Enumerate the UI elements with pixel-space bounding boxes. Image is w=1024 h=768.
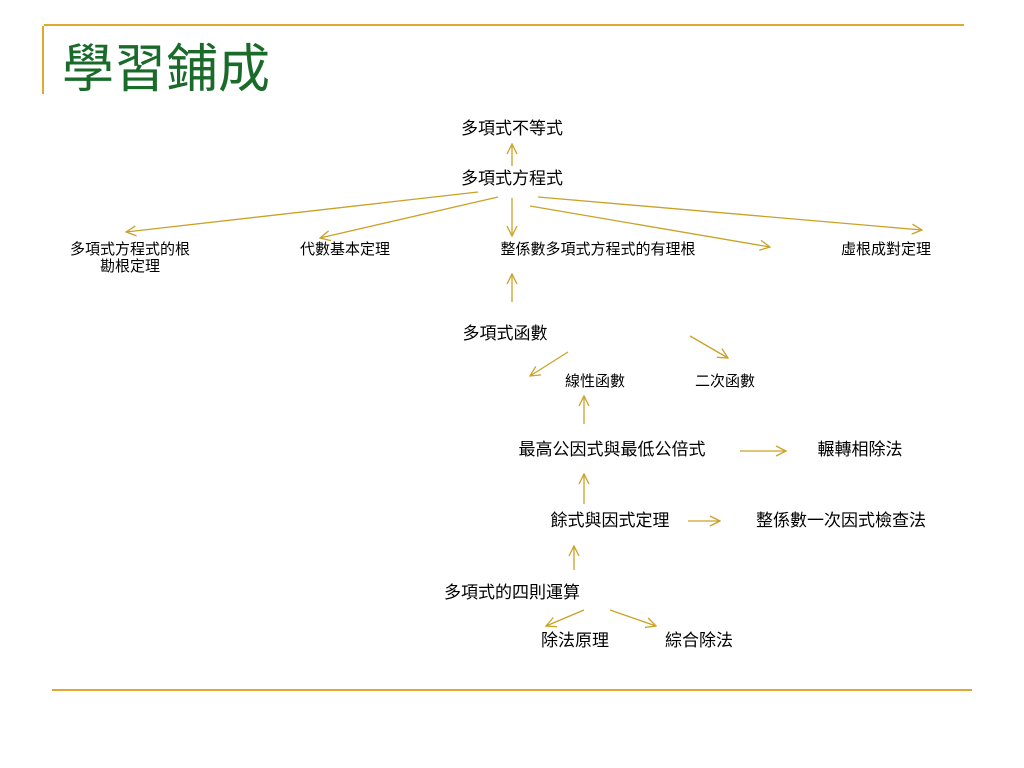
node-synthetic-division: 綜合除法	[665, 631, 733, 651]
arrow-operations-to-synthetic	[609, 609, 656, 626]
node-conjugate-root: 虛根成對定理	[840, 240, 932, 258]
arrow-equation-to-conjugate	[537, 196, 922, 230]
node-root-theorem-line2: 勘根定理	[99, 257, 161, 276]
node-poly-operations: 多項式的四則運算	[444, 583, 580, 603]
node-root-theorem-line1: 多項式方程式的根	[69, 240, 191, 258]
arrow-operations-to-division	[546, 609, 585, 626]
node-quadratic-function: 二次函數	[694, 372, 756, 390]
node-gcd-lcm: 最高公因式與最低公倍式	[518, 440, 706, 460]
node-linear-function: 線性函數	[564, 372, 626, 390]
node-fundamental-theorem: 代數基本定理	[299, 240, 391, 258]
top-rule	[44, 24, 964, 26]
node-linear-factor-test: 整係數一次因式檢查法	[756, 511, 926, 531]
arrow-equation-to-root-theorem	[126, 191, 479, 232]
node-poly-function: 多項式函數	[462, 324, 548, 344]
node-poly-inequality: 多項式不等式	[461, 119, 563, 139]
arrow-equation-to-rational-root-side	[529, 205, 770, 247]
arrow-function-to-quadratic	[689, 335, 728, 358]
side-rule	[42, 26, 44, 94]
node-poly-equation: 多項式方程式	[461, 169, 563, 189]
node-rational-root: 整係數多項式方程式的有理根	[500, 240, 696, 258]
arrow-equation-to-fundamental	[320, 196, 499, 238]
node-root-theorem: 多項式方程式的根 勘根定理	[69, 240, 191, 276]
page-title: 學習鋪成	[62, 40, 271, 100]
arrow-function-to-linear	[530, 351, 569, 376]
bottom-rule	[52, 689, 972, 691]
node-division-principle: 除法原理	[541, 631, 609, 651]
node-remainder-factor: 餘式與因式定理	[550, 511, 670, 531]
node-euclidean: 輾轉相除法	[817, 440, 903, 460]
